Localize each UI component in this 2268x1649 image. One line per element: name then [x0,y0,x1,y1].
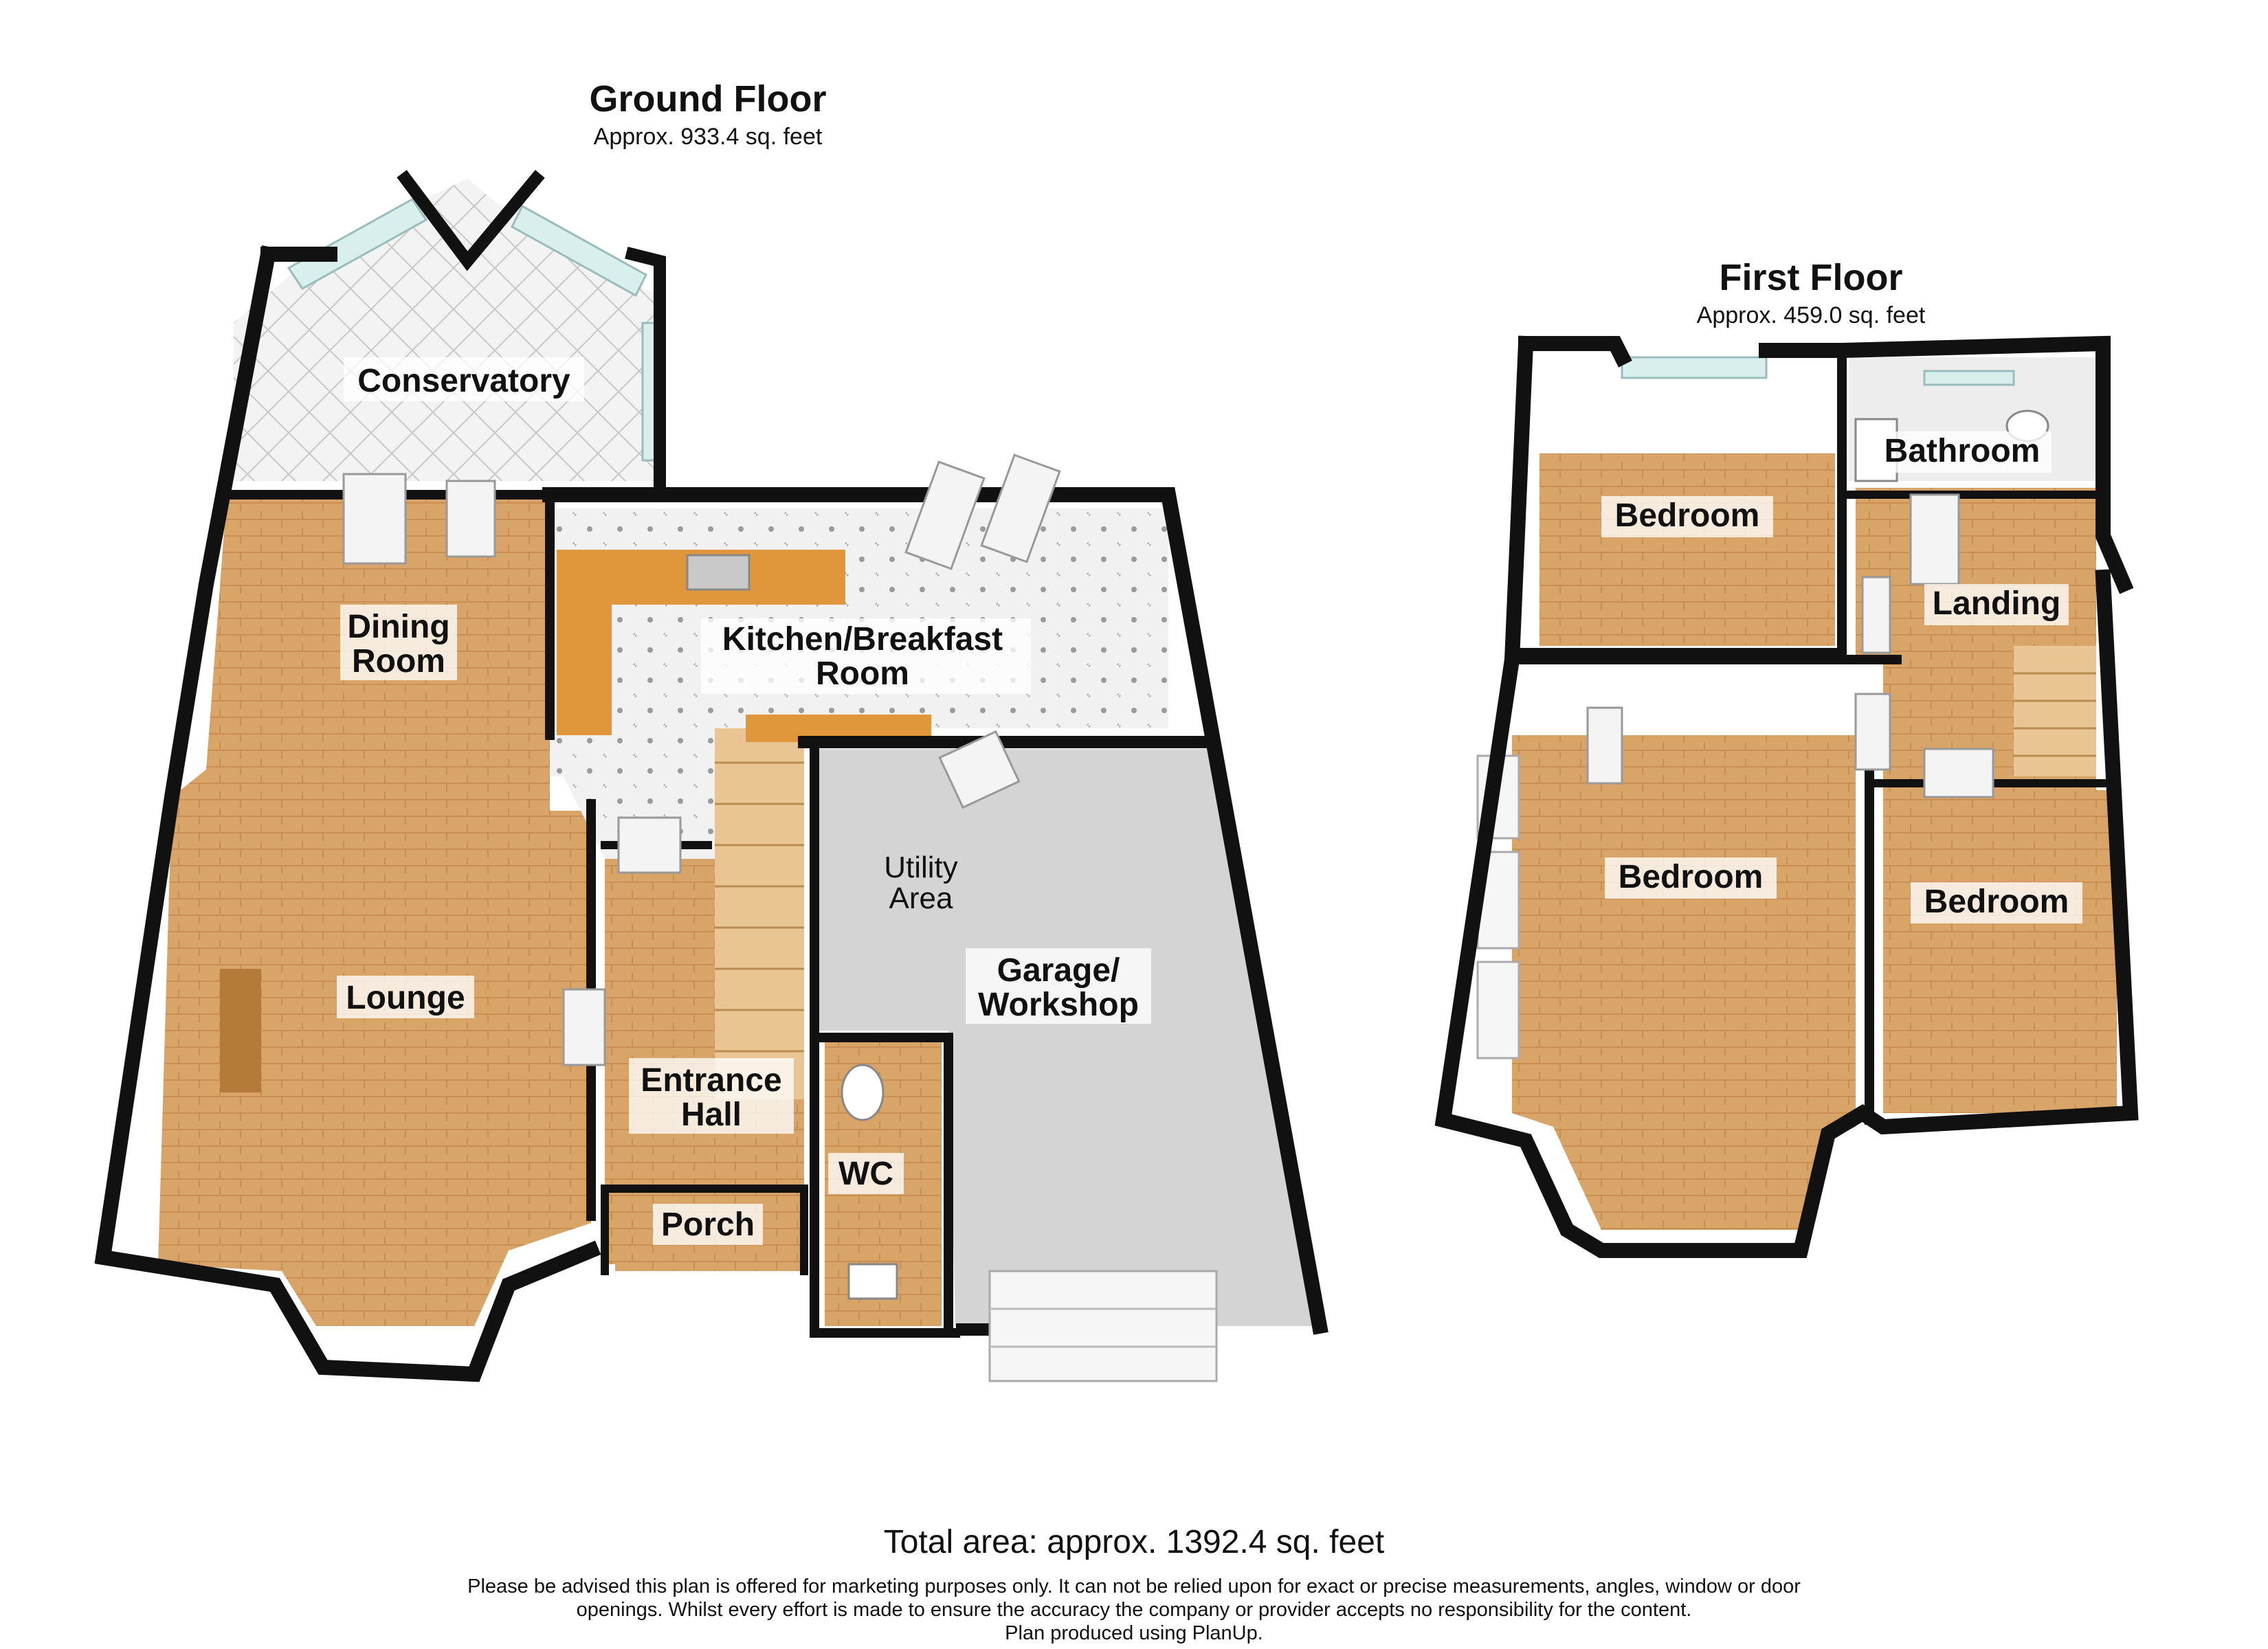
room-label-bedroom-1: Bedroom [1615,497,1760,534]
room-label-bathroom: Bathroom [1885,433,2041,469]
conservatory-glazing [287,198,665,462]
room-label-dining: Dining [347,609,449,645]
first-stairs [2014,646,2096,776]
lounge-floor [158,495,591,1326]
room-label-porch: Porch [661,1207,755,1243]
garage-floor [818,749,1320,1326]
room-label-utility-area: Area [889,882,953,915]
first-doors [1586,493,1994,798]
kitchen-sink [686,554,751,591]
room-label-conservatory: Conservatory [357,363,570,399]
bedroom-1-floor [1539,453,1835,646]
room-label-landing: Landing [1933,585,2061,622]
kitchen-worktop [557,550,845,735]
room-label-utility: Utility [884,851,958,884]
room-label-lounge: Lounge [346,980,465,1016]
disclaimer-line-1: Please be advised this plan is offered f… [467,1575,1801,1597]
ground-room-labels: Conservatory Dining Room Kitchen/Breakfa… [337,357,1151,1245]
room-label-wc: WC [838,1156,893,1192]
disclaimer-line-2: openings. Whilst every effort is made to… [577,1599,1692,1621]
ground-doors [342,453,1061,1066]
first-floor-title: First Floor [1720,257,1903,298]
plan-produced-note: Plan produced using PlanUp. [1005,1622,1263,1644]
fireplace [220,969,261,1092]
ground-stairs [715,728,804,1099]
room-label-bedroom-2: Bedroom [1619,859,1764,895]
first-walls [1434,335,2139,1258]
room-label-entrance: Entrance [641,1062,781,1099]
room-label-dining-room: Room [352,643,445,680]
room-label-entrance-hall: Hall [681,1097,742,1133]
bedroom-3-floor [1883,790,2117,1113]
wc-basin [847,1263,898,1300]
ground-floor-plan [94,170,1328,1382]
bedroom-2-floor [1512,735,1856,1230]
room-label-bedroom-3: Bedroom [1924,884,2069,920]
total-area: Total area: approx. 1392.4 sq. feet [884,1524,1384,1560]
room-label-kitchen-room: Room [816,655,909,692]
first-floor-glazing [1621,356,2015,386]
first-floor-area: Approx. 459.0 sq. feet [1697,302,1926,328]
first-floor-plan [1434,335,2139,1258]
room-label-garage: Garage/ [997,952,1120,989]
room-label-kitchen: Kitchen/Breakfast [722,621,1003,658]
first-room-labels: Bathroom Bedroom Landing Bedroom Bedroom [1601,431,2082,923]
toilet [841,1064,885,1121]
garage-door [988,1270,1218,1382]
ground-floor-title: Ground Floor [590,78,827,120]
ground-floor-area: Approx. 933.4 sq. feet [594,124,823,150]
room-label-workshop: Workshop [978,987,1139,1023]
